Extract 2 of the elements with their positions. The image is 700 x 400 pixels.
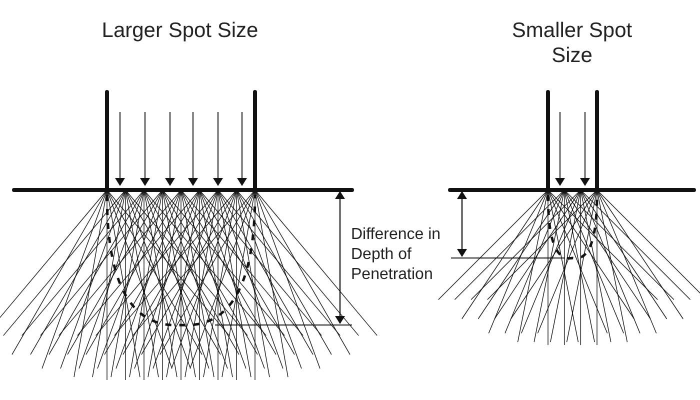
heading: Smaller Spot Size (510, 18, 634, 68)
heading: Larger Spot Size (100, 18, 260, 43)
